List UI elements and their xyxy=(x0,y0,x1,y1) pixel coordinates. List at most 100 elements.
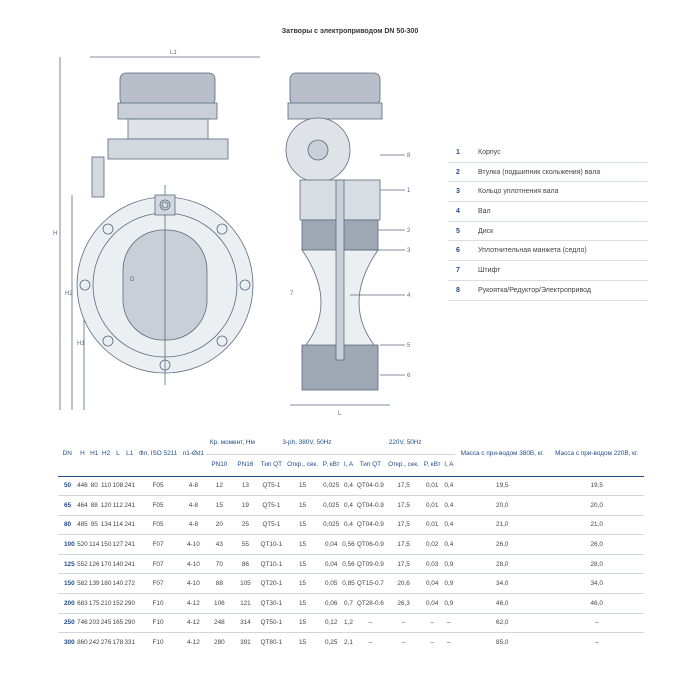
table-cell: 15 xyxy=(284,573,321,594)
table-cell: 15 xyxy=(284,612,321,633)
table-cell: 175 xyxy=(88,593,101,614)
callout-8: 8 xyxy=(407,153,411,159)
table-cell: 34,0 xyxy=(455,573,550,594)
table-cell: 88 xyxy=(206,573,233,594)
col-dn: DN xyxy=(62,450,72,458)
table-cell: 276 xyxy=(100,632,112,653)
table-cell: 15 xyxy=(206,495,233,516)
table-cell: 15 xyxy=(284,495,321,516)
table-cell: 15 xyxy=(284,593,321,614)
table-cell: QT20-1 xyxy=(258,573,285,594)
table-cell: QT50-1 xyxy=(258,612,285,633)
table-cell: 21,0 xyxy=(549,514,644,535)
table-cell: 2,1 xyxy=(341,632,356,653)
cell-dn: 50 xyxy=(58,475,77,496)
table-cell: 20,0 xyxy=(549,495,644,516)
table-cell: 0,4 xyxy=(442,495,456,516)
dim-l1: L1 xyxy=(170,50,177,56)
table-cell: 17,5 xyxy=(385,553,422,574)
col-mass220: Масса с при-водом 220В, кг. xyxy=(555,450,639,458)
table-cell: 13 xyxy=(232,475,259,496)
col-torque: Кр. момент, Нм xyxy=(209,439,255,447)
table-cell: 0,85 xyxy=(341,573,356,594)
table-cell: 0,01 xyxy=(421,475,443,496)
table-cell: 0,01 xyxy=(421,495,443,516)
table-cell: 150 xyxy=(100,534,112,555)
table-cell: 4-8 xyxy=(180,514,207,535)
table-cell: 170 xyxy=(100,553,112,574)
col-h: H xyxy=(80,450,85,458)
table-cell: 114 xyxy=(111,514,124,535)
table-cell: 746 xyxy=(76,612,89,633)
table-cell: QT10-1 xyxy=(258,553,285,574)
valve-drawing: L1 H H2 H1 D L 8 1 2 3 4 5 6 7 xyxy=(53,50,411,417)
table-cell: 55 xyxy=(232,534,259,555)
table-cell: 28,0 xyxy=(549,553,644,574)
table-cell: F10 xyxy=(135,612,181,633)
table-cell: 446 xyxy=(76,475,89,496)
table-cell: 331 xyxy=(123,632,136,653)
table-cell: 4-12 xyxy=(180,593,207,614)
table-cell: 17,5 xyxy=(385,495,422,516)
table-cell: 0,9 xyxy=(442,573,456,594)
col-l: L xyxy=(116,450,120,458)
table-cell: 20,0 xyxy=(455,495,550,516)
table-cell: QT04-0.9 xyxy=(355,475,386,496)
callout-4: 4 xyxy=(407,293,411,299)
table-cell: 0,04 xyxy=(320,534,342,555)
table-cell: 241 xyxy=(123,553,136,574)
cell-dn: 150 xyxy=(58,573,77,594)
table-cell: 4-10 xyxy=(180,573,207,594)
col-pn10: PN10 xyxy=(206,453,233,476)
cell-dn: 80 xyxy=(58,514,77,535)
table-cell: 0,025 xyxy=(320,514,342,535)
table-cell: 464 xyxy=(76,495,89,516)
table-cell: 21,0 xyxy=(455,514,550,535)
table-cell: 28,0 xyxy=(455,553,550,574)
table-cell: 26,0 xyxy=(455,534,550,555)
page-title: Затворы с электроприводом DN 50-300 xyxy=(281,28,419,35)
table-cell: 19,5 xyxy=(549,475,644,496)
col-iso: Фл. ISO 5211 xyxy=(138,450,178,458)
table-cell: 485 xyxy=(76,514,89,535)
table-cell: 46,0 xyxy=(455,593,550,614)
col-type-3ph: Тип QT xyxy=(258,453,285,476)
callout-2: 2 xyxy=(407,228,411,234)
cell-dn: 250 xyxy=(58,612,77,633)
table-cell: 0,4 xyxy=(442,475,456,496)
table-cell: QT10-1 xyxy=(258,534,285,555)
table-cell: 391 xyxy=(232,632,259,653)
table-cell: QT5-1 xyxy=(258,514,285,535)
table-cell: QT28-0.6 xyxy=(355,593,386,614)
cell-dn: 300 xyxy=(58,632,77,653)
table-cell: 0,01 xyxy=(421,514,443,535)
table-cell: 4-12 xyxy=(180,632,207,653)
callout-3: 3 xyxy=(407,248,411,254)
table-cell: 15 xyxy=(284,514,321,535)
table-cell: – xyxy=(549,612,644,633)
dim-h2: H2 xyxy=(65,291,73,297)
table-cell: 62,0 xyxy=(455,612,550,633)
table-cell: 241 xyxy=(123,475,136,496)
table-cell: 178 xyxy=(111,632,124,653)
table-cell: 112 xyxy=(111,495,124,516)
col-single-phase: 220V, 50Hz xyxy=(388,439,422,447)
table-cell: 0,4 xyxy=(442,534,456,555)
table-cell: 0,04 xyxy=(421,573,443,594)
table-cell: 25 xyxy=(232,514,259,535)
table-cell: 4-10 xyxy=(180,534,207,555)
table-cell: 34,0 xyxy=(549,573,644,594)
table-cell: 139 xyxy=(88,573,101,594)
table-cell: 108 xyxy=(111,475,124,496)
table-cell: QT09-0.9 xyxy=(355,553,386,574)
table-cell: 26,0 xyxy=(549,534,644,555)
col-current-3ph: I, A xyxy=(341,453,356,476)
table-cell: 85,0 xyxy=(455,632,550,653)
table-cell: 19 xyxy=(232,495,259,516)
table-cell: 0,4 xyxy=(442,514,456,535)
